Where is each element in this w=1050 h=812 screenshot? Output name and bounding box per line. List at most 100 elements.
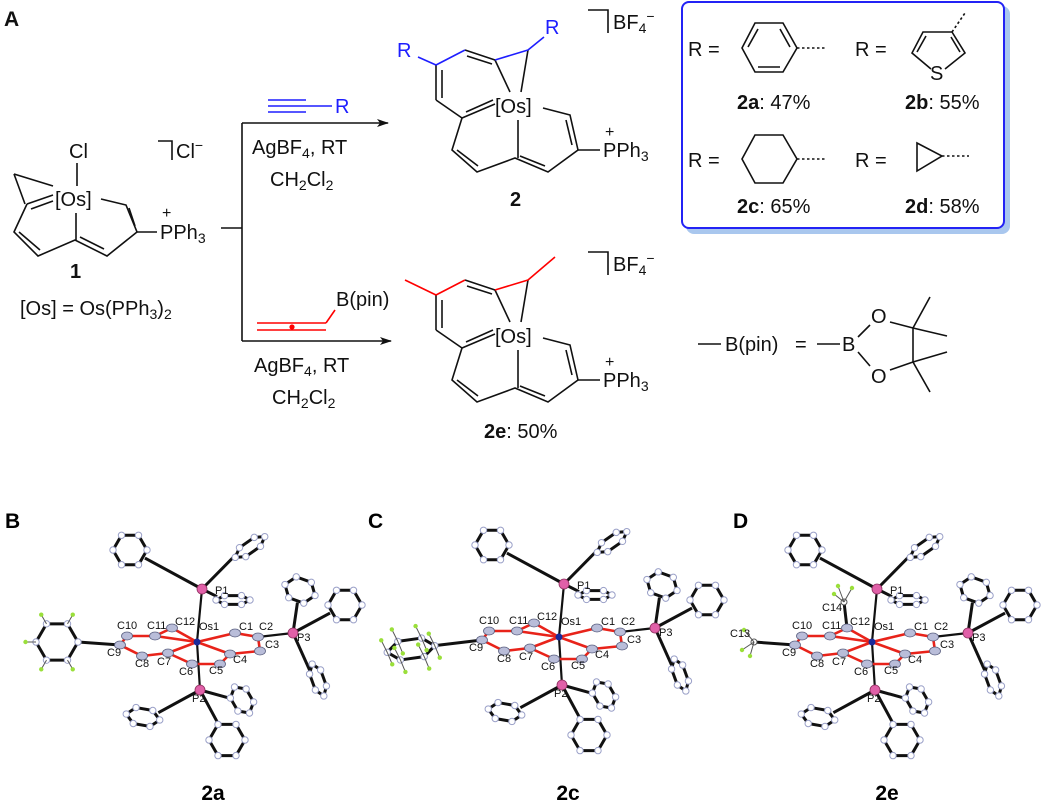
hydrogen-atom (426, 666, 432, 671)
carbon-atom (322, 682, 331, 690)
carbon-atom (508, 717, 516, 726)
carbon-atom (720, 596, 728, 604)
phosphorus-atom (869, 684, 881, 696)
phenyl-ring (226, 683, 258, 717)
counterion-charge: − (646, 250, 655, 266)
atom-label: C5 (209, 665, 223, 677)
yield: : 58% (928, 196, 980, 218)
atom-label: P2 (192, 693, 205, 705)
product-2-r-right: R (545, 17, 560, 39)
phosphorus-atom (194, 684, 206, 696)
atom-label: C5 (571, 660, 585, 672)
yield-2b: 2b: 55% (905, 93, 980, 113)
carbon-atom (311, 591, 319, 600)
carbon-ellipsoid (899, 649, 911, 659)
carbon-atom (212, 596, 220, 604)
carbon-atom (143, 546, 151, 554)
phenyl-ring (880, 720, 924, 760)
pph-subscript: 3 (197, 230, 206, 246)
hydrogen-atom (747, 653, 753, 659)
carbon-atom (246, 596, 254, 604)
carbon-atom (967, 573, 975, 581)
counterion-charge: − (646, 8, 655, 24)
carbon-atom (1024, 586, 1033, 594)
product-2-counterion: BF4− (613, 9, 655, 35)
carbon-atom (912, 600, 921, 609)
hydrogen-atom (831, 591, 837, 597)
counterion-charge: − (194, 137, 204, 153)
phenyl-ring (901, 683, 933, 717)
top-conditions-solvent: CH2Cl2 (270, 170, 333, 192)
carbon-atom (711, 611, 720, 619)
phenyl-ring (797, 703, 839, 731)
phenyl-ring (324, 586, 366, 624)
atom-label: P1 (890, 585, 903, 597)
carbon-atom (305, 670, 314, 678)
carbon-atom (491, 714, 499, 723)
carbon-ellipsoid (548, 654, 560, 664)
carbon-atom (134, 561, 143, 569)
carbon-atom (256, 542, 265, 551)
atom-label: C6 (854, 666, 868, 678)
carbon-ellipsoid (121, 631, 133, 641)
osmium-label-1: [Os] (55, 189, 92, 211)
bpin-equals: = (795, 334, 807, 356)
carbon-atom (959, 593, 968, 602)
carbon-ellipsoid (214, 659, 226, 669)
carbon-atom (479, 526, 488, 534)
carbon-atom (611, 693, 620, 701)
carbon-atom (494, 698, 502, 707)
carbon-atom (792, 561, 801, 569)
reaction-arrows (221, 119, 392, 345)
hydrogen-atom (390, 662, 395, 667)
carbon-ellipsoid (136, 651, 148, 661)
allene-reagent (257, 309, 336, 331)
hydrogen-atom (849, 585, 855, 591)
carbon-atom (880, 736, 888, 744)
atom-label: C8 (135, 658, 149, 670)
carbon-atom (603, 731, 611, 739)
carbon-atom (608, 591, 616, 599)
substituent-scope-box (681, 1, 1005, 229)
carbon-atom (316, 666, 325, 674)
atom-label: C8 (497, 653, 511, 665)
compound-id: 2a (737, 92, 760, 114)
carbon-atom (235, 543, 244, 552)
carbon-atom (909, 707, 917, 715)
hydrogen-atom (389, 627, 395, 632)
carbon-atom (129, 719, 137, 728)
hydrogen-atom (437, 655, 442, 660)
carbon-atom (109, 546, 117, 554)
allene-bpin-label: B(pin) (336, 289, 390, 311)
pph-text: PPh (603, 370, 641, 392)
carbon-atom (807, 703, 815, 712)
metallacycle-bond (196, 631, 236, 644)
metallacycle-bond (558, 626, 598, 639)
phenyl-ring (999, 586, 1041, 624)
carbon-atom (324, 601, 332, 609)
carbon-atom (991, 666, 1000, 674)
carbon-ellipsoid (476, 635, 488, 645)
carbon-atom (149, 706, 157, 715)
osmium-atom (555, 633, 563, 641)
carbon-atom (924, 698, 933, 706)
yield-2c: 2c: 65% (737, 197, 810, 217)
alkyne-r-label: R (335, 96, 350, 118)
carbon-ellipsoid (162, 648, 174, 658)
carbon-atom (232, 751, 240, 760)
hydrogen-atom (400, 651, 406, 656)
hydrogen-atom (23, 639, 28, 645)
carbon-atom (905, 683, 914, 691)
atom-label: C8 (810, 658, 824, 670)
reagent-tail: , RT (309, 137, 348, 159)
carbon-atom (694, 581, 703, 589)
carbon-atom (694, 611, 703, 619)
hydrogen-atom (413, 623, 418, 629)
hydrogen-atom (70, 667, 75, 672)
yield: : 50% (506, 421, 558, 443)
atom-label: C6 (541, 661, 555, 673)
carbon-atom (999, 601, 1007, 609)
carbon-atom (910, 543, 919, 552)
os-definition: [Os] = Os(PPh3)2 (20, 299, 172, 321)
